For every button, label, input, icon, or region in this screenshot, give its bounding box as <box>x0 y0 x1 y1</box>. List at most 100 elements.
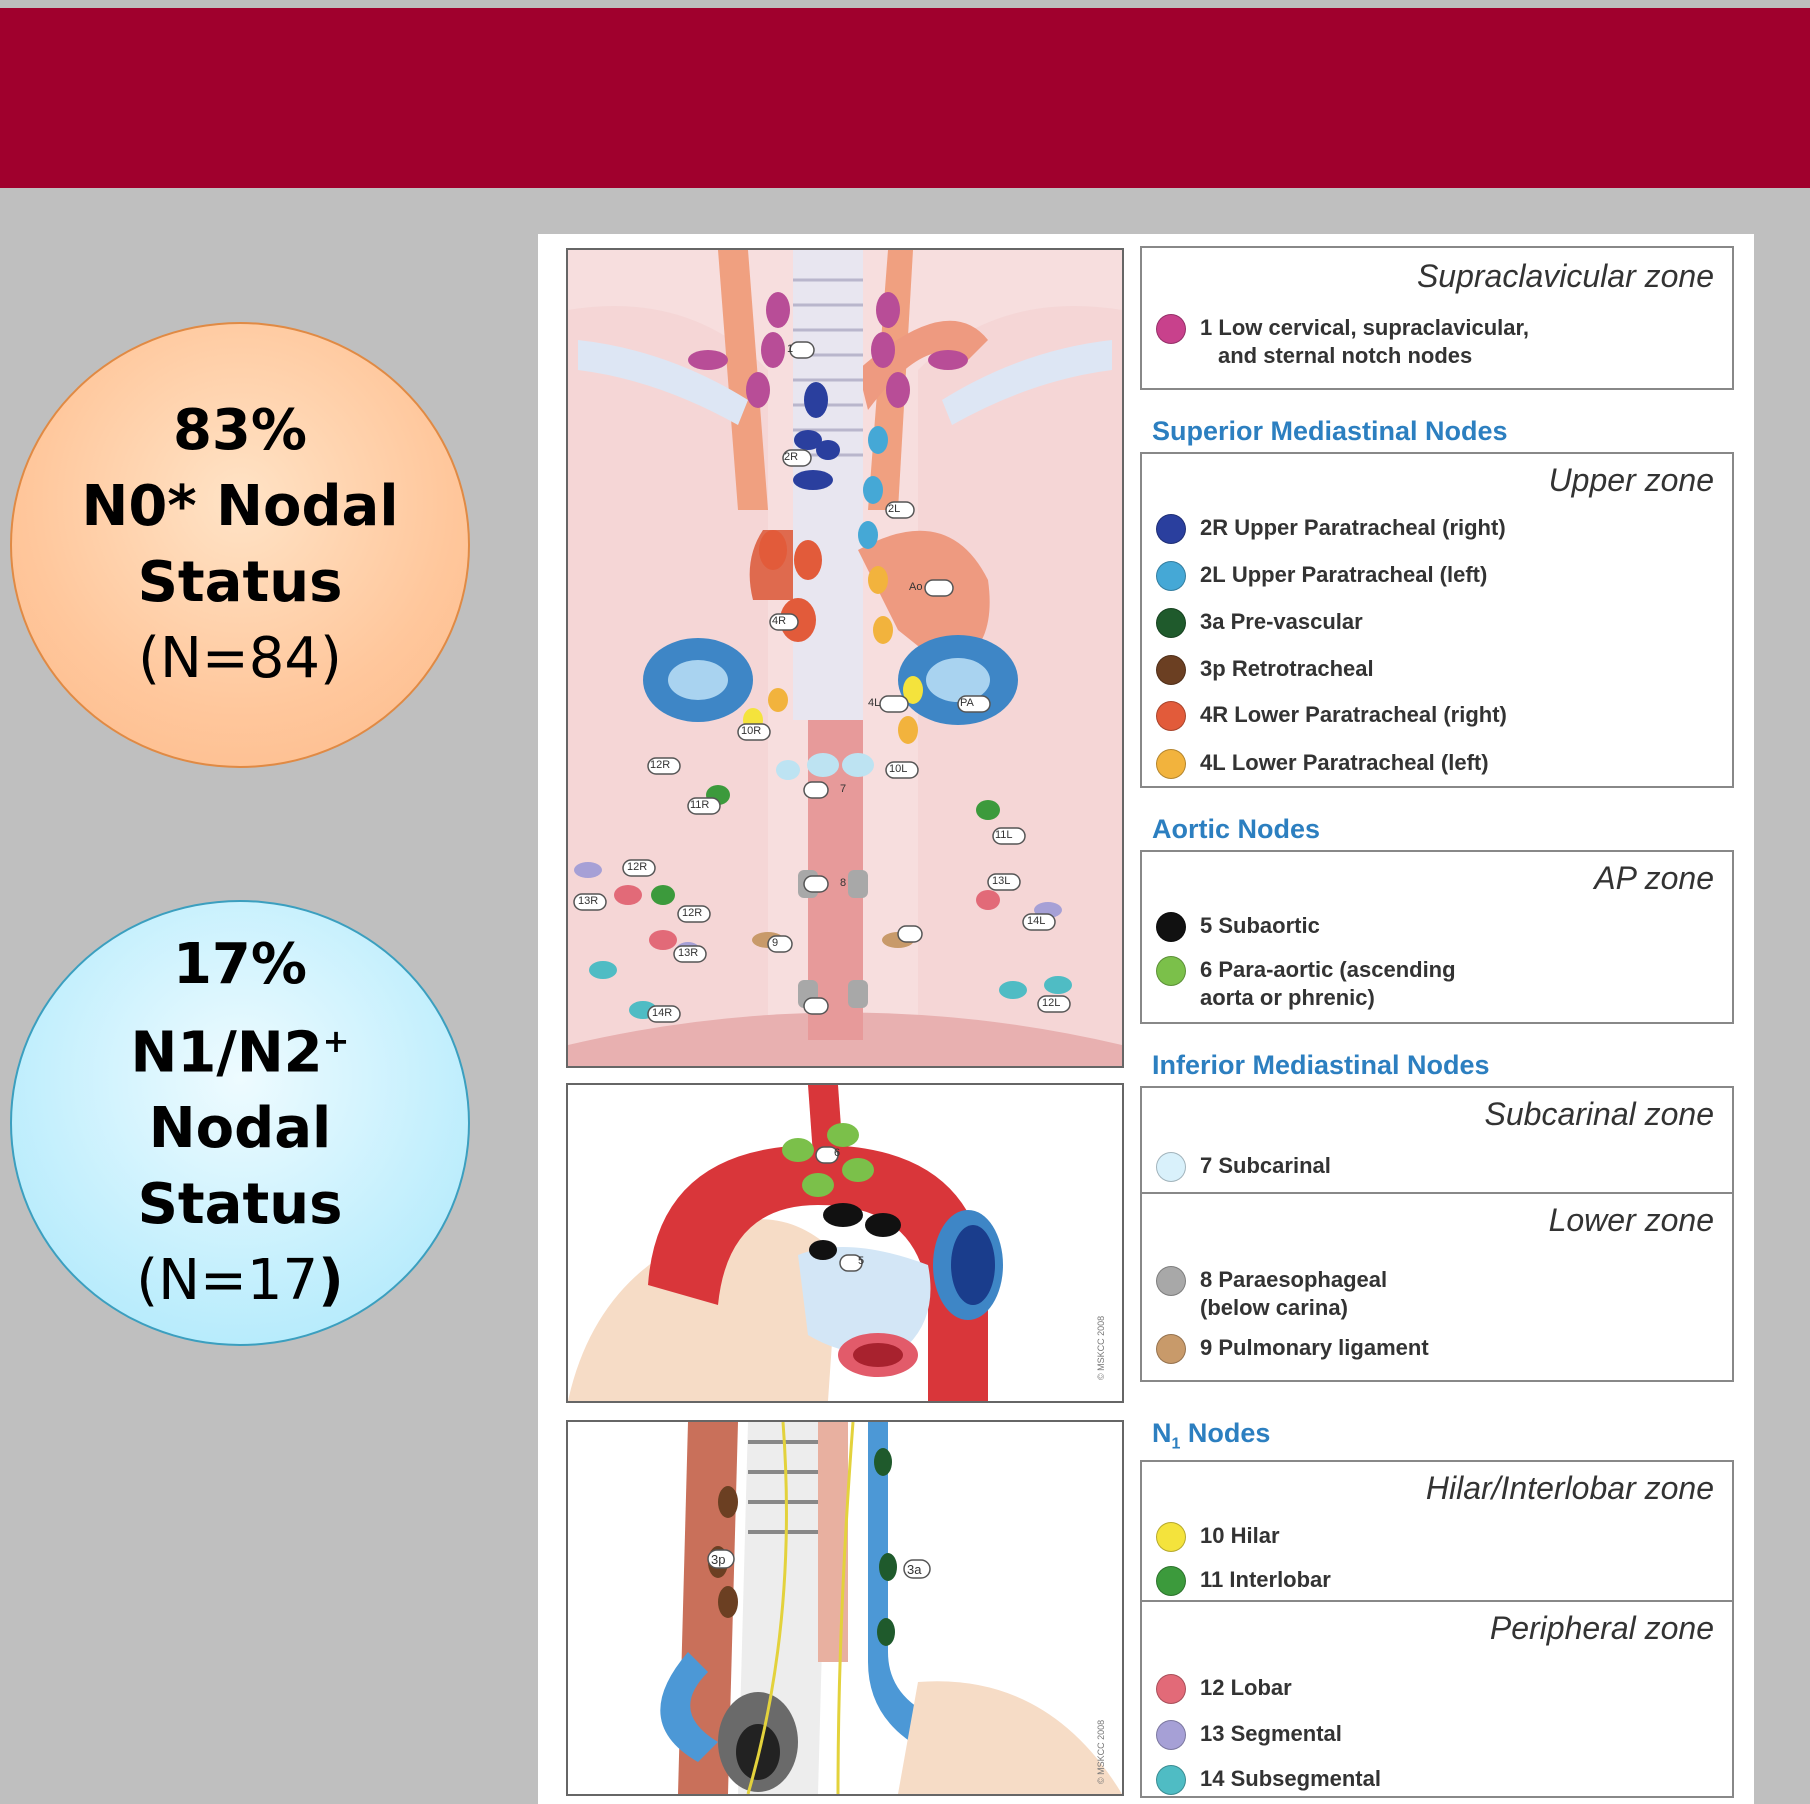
label-7: 7 <box>840 783 846 795</box>
legend-desc: Subsegmental <box>1231 1766 1381 1791</box>
legend-text-14: 14 Subsegmental <box>1200 1765 1381 1793</box>
label-12r: 12R <box>650 759 670 771</box>
n0-label-line1: N0* Nodal <box>81 469 398 545</box>
legend-text-2l: 2L Upper Paratracheal (left) <box>1200 561 1487 589</box>
node-7-swatch <box>1156 1152 1186 1182</box>
legend-text-2r: 2R Upper Paratracheal (right) <box>1200 514 1506 542</box>
n1n2-label-line1: N1/N2+ <box>131 1003 350 1092</box>
node-14-swatch <box>1156 1765 1186 1795</box>
legend-num: 8 <box>1200 1267 1212 1292</box>
legend-text-10: 10 Hilar <box>1200 1522 1280 1550</box>
legend-item-11: 11 Interlobar <box>1156 1566 1331 1596</box>
legend-text-9: 9 Pulmonary ligament <box>1200 1334 1429 1362</box>
sagittal-view-svg <box>568 1422 1122 1794</box>
node-3a-swatch <box>1156 608 1186 638</box>
legend-text-1: 1 Low cervical, supraclavicular,and ster… <box>1200 314 1529 370</box>
legend-item-9: 9 Pulmonary ligament <box>1156 1334 1429 1364</box>
zone-upper: Upper zone <box>1549 462 1714 499</box>
legend-desc: Lobar <box>1231 1675 1292 1700</box>
legend-upper: Upper zone 2R Upper Paratracheal (right)… <box>1140 452 1734 788</box>
legend-text-8: 8 Paraesophageal(below carina) <box>1200 1266 1387 1322</box>
label-2r: 2R <box>784 451 798 463</box>
legend-ap: AP zone 5 Subaortic 6 Para-aortic (ascen… <box>1140 850 1734 1024</box>
legend-num: 2L <box>1200 562 1226 587</box>
label-1: 1 <box>787 343 793 355</box>
n1-title-rest: Nodes <box>1180 1418 1270 1448</box>
n1n2-count-close: ) <box>318 1248 344 1313</box>
section-aortic: Aortic Nodes <box>1152 814 1320 845</box>
node-2r-swatch <box>1156 514 1186 544</box>
legend-item-12: 12 Lobar <box>1156 1674 1292 1704</box>
section-n1-nodes: N1 Nodes <box>1152 1418 1270 1453</box>
label-8: 8 <box>840 877 846 889</box>
legend-desc: Subcarinal <box>1218 1153 1330 1178</box>
label-14l: 12L <box>1042 997 1060 1009</box>
aortic-arch-svg <box>568 1085 1122 1401</box>
section-inferior-mediastinal: Inferior Mediastinal Nodes <box>1152 1050 1490 1081</box>
zone-lower: Lower zone <box>1549 1202 1714 1239</box>
chest-anatomy-diagram <box>566 248 1124 1068</box>
zone-ap: AP zone <box>1594 860 1714 897</box>
zone-subcarinal: Subcarinal zone <box>1485 1096 1714 1133</box>
label-11r: 11R <box>690 799 709 811</box>
legend-num: 11 <box>1200 1567 1223 1592</box>
legend-item-3p: 3p Retrotracheal <box>1156 655 1374 685</box>
legend-num: 10 <box>1200 1523 1224 1548</box>
legend-supraclavicular: Supraclavicular zone 1 Low cervical, sup… <box>1140 246 1734 390</box>
sagittal-view-diagram <box>566 1420 1124 1796</box>
legend-hilar: Hilar/Interlobar zone 10 Hilar 11 Interl… <box>1140 1460 1734 1602</box>
label-12r-c: 12R <box>682 907 702 919</box>
legend-text-3a: 3a Pre-vascular <box>1200 608 1363 636</box>
n1n2-label-sup: + <box>323 1022 350 1060</box>
label-12r-b: 12R <box>627 861 647 873</box>
node-13-swatch <box>1156 1720 1186 1750</box>
legend-item-7: 7 Subcarinal <box>1156 1152 1331 1182</box>
legend-text-3p: 3p Retrotracheal <box>1200 655 1374 683</box>
label-5: 5 <box>858 1255 864 1267</box>
n1n2-count: (N=17) <box>136 1243 344 1319</box>
legend-desc: Upper Paratracheal (left) <box>1232 562 1488 587</box>
node-5-swatch <box>1156 912 1186 942</box>
legend-desc: Segmental <box>1231 1721 1342 1746</box>
legend-num: 5 <box>1200 913 1212 938</box>
legend-num: 1 <box>1200 315 1212 340</box>
legend-num: 12 <box>1200 1675 1224 1700</box>
label-10l: 10L <box>889 763 907 775</box>
legend-desc: Para-aortic (ascending <box>1218 957 1455 982</box>
legend-desc: Subaortic <box>1218 913 1319 938</box>
label-4l: 4L <box>868 697 880 709</box>
copyright-middle: © MSKCC 2008 <box>1096 1316 1106 1380</box>
legend-text-12: 12 Lobar <box>1200 1674 1292 1702</box>
n0-status-circle: 83% N0* Nodal Status (N=84) <box>10 322 470 768</box>
legend-num: 13 <box>1200 1721 1224 1746</box>
legend-item-4l: 4L Lower Paratracheal (left) <box>1156 749 1489 779</box>
legend-peripheral: Peripheral zone 12 Lobar 13 Segmental 14… <box>1140 1600 1734 1798</box>
node-8-swatch <box>1156 1266 1186 1296</box>
legend-item-14: 14 Subsegmental <box>1156 1765 1381 1795</box>
n0-count: (N=84) <box>138 621 342 697</box>
top-strip <box>0 0 1810 8</box>
legend-desc: Lower Paratracheal (left) <box>1232 750 1489 775</box>
node-9-swatch <box>1156 1334 1186 1364</box>
legend-num: 9 <box>1200 1335 1212 1360</box>
legend-desc: Hilar <box>1231 1523 1280 1548</box>
legend-text-11: 11 Interlobar <box>1200 1566 1331 1594</box>
legend-item-1: 1 Low cervical, supraclavicular,and ster… <box>1156 314 1529 370</box>
legend-num: 2R <box>1200 515 1228 540</box>
legend-item-2l: 2L Upper Paratracheal (left) <box>1156 561 1487 591</box>
node-6-swatch <box>1156 956 1186 986</box>
legend-desc: Paraesophageal <box>1218 1267 1387 1292</box>
node-3p-swatch <box>1156 655 1186 685</box>
legend-item-10: 10 Hilar <box>1156 1522 1280 1552</box>
label-3a: 3a <box>907 1562 921 1577</box>
legend-desc: Retrotracheal <box>1232 656 1374 681</box>
legend-text-7: 7 Subcarinal <box>1200 1152 1331 1180</box>
legend-text-4l: 4L Lower Paratracheal (left) <box>1200 749 1489 777</box>
label-6: 6 <box>834 1147 840 1159</box>
legend-desc: Pulmonary ligament <box>1218 1335 1428 1360</box>
n0-label-line2: Status <box>138 545 343 621</box>
n0-percent: 83% <box>173 393 307 469</box>
legend-desc-2: aorta or phrenic) <box>1200 985 1375 1010</box>
legend-num: 14 <box>1200 1766 1224 1791</box>
